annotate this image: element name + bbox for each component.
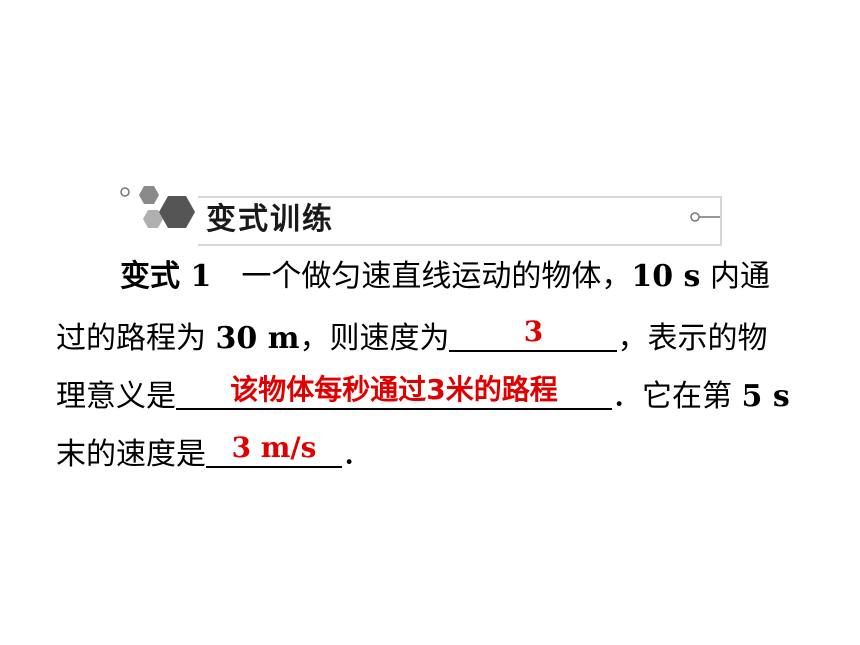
banner-title: 变式训练 [206, 202, 334, 237]
exercise-line-3: 理意义是 该物体每秒通过3米的路程 ．它在第 5 s [56, 370, 816, 428]
answer-blank-speed: 3 [449, 312, 618, 352]
number-value: 30 m [215, 321, 300, 356]
line-text: 过的路程为 [56, 321, 206, 356]
line-text: ．它在第 [612, 379, 732, 414]
banner-frame [198, 196, 722, 246]
number-value: 5 s [741, 379, 790, 414]
exercise-label: 变式 1 [120, 259, 212, 294]
answer-blank-speed-5s: 3 m/s [206, 428, 342, 468]
line-text: ，则速度为 [299, 321, 450, 356]
exercise-line-1: 变式 1 一个做匀速直线运动的物体，10 s 内通 [56, 254, 816, 312]
line-text: 末的速度是 [56, 437, 206, 472]
exercise-line-4: 末的速度是 3 m/s ． [56, 428, 816, 486]
number-value: 10 s [631, 259, 701, 294]
section-banner: 变式训练 [118, 182, 722, 246]
banner-end-circle-icon [690, 212, 720, 222]
exercise-line-2: 过的路程为 30 m，则速度为 3 ，表示的物 [56, 312, 816, 370]
exercise-paragraph: 变式 1 一个做匀速直线运动的物体，10 s 内通 过的路程为 30 m，则速度… [56, 254, 816, 486]
line-text: ，表示的物 [617, 321, 768, 356]
hexagon-decoration-icon [120, 186, 195, 228]
line-text: 内通 [709, 259, 770, 294]
line-text: 一个做匀速直线运动的物体， [211, 259, 632, 294]
line-text: 理意义是 [56, 379, 176, 414]
answer-blank-meaning: 该物体每秒通过3米的路程 [176, 370, 612, 410]
answer-speed: 3 [523, 315, 544, 348]
line-text: ． [342, 437, 372, 472]
answer-meaning: 该物体每秒通过3米的路程 [230, 373, 558, 406]
answer-speed-5s: 3 m/s [231, 431, 317, 464]
